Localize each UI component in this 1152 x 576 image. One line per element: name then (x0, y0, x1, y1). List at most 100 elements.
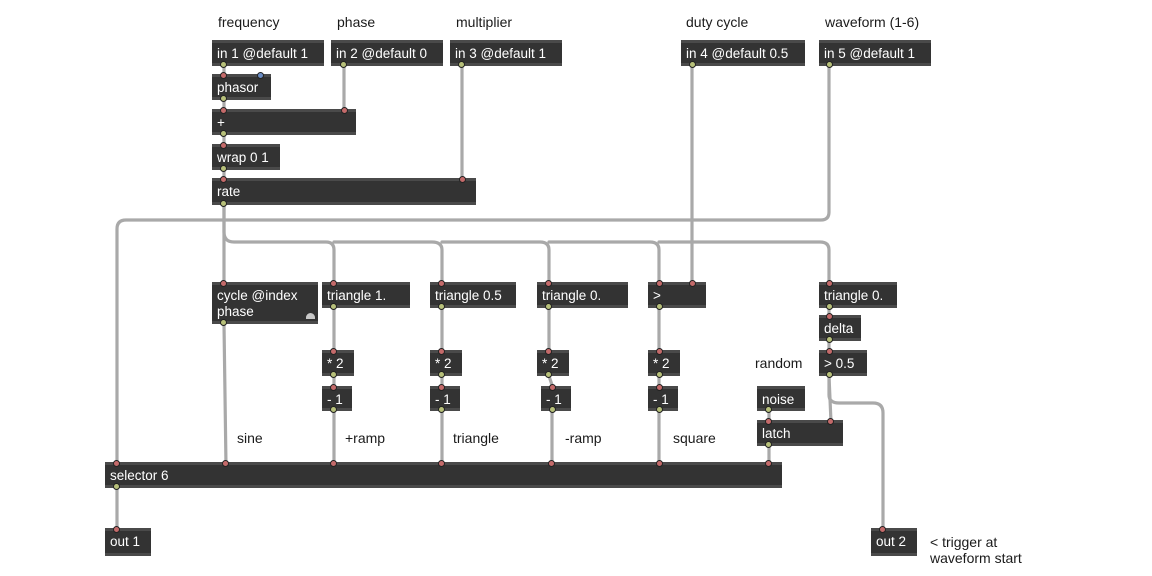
inlet-port[interactable] (438, 384, 445, 391)
plus-text: + (217, 115, 225, 130)
outlet-2-text: out 2 (876, 534, 907, 549)
greater-than-05-text: > 0.5 (824, 356, 855, 371)
wrap-object[interactable]: wrap 0 1 (212, 142, 280, 172)
plus-object[interactable]: + (212, 107, 356, 137)
outlet-port[interactable] (656, 303, 663, 310)
outlet-1-object[interactable]: out 1 (105, 526, 151, 556)
delta-object[interactable]: delta (819, 313, 861, 343)
subtract-1-object-4[interactable]: - 1 (648, 384, 678, 413)
inlet-1-object[interactable]: in 1 @default 1 (212, 40, 324, 68)
inlet-5-object[interactable]: in 5 @default 1 (819, 40, 931, 68)
inlet-1-text: in 1 @default 1 (217, 46, 309, 61)
outlet-port[interactable] (220, 319, 227, 326)
inlet-port[interactable] (220, 142, 227, 149)
multiply-2-object-2[interactable]: * 2 (430, 348, 462, 378)
inlet-port[interactable] (549, 384, 556, 391)
resize-grip[interactable] (306, 313, 315, 319)
inlet-port[interactable] (341, 107, 348, 114)
triangle-0-trigger-object[interactable]: triangle 0. (819, 280, 897, 310)
inlet-port[interactable] (220, 280, 227, 287)
triangle-05-object[interactable]: triangle 0.5 (430, 280, 516, 310)
inlet-4-object[interactable]: in 4 @default 0.5 (681, 40, 805, 68)
inlet-port[interactable] (689, 280, 696, 287)
outlet-2-object[interactable]: out 2 (871, 526, 917, 556)
inlet-port[interactable] (765, 418, 772, 425)
inlet-port[interactable] (827, 418, 834, 425)
inlet-port[interactable] (459, 176, 466, 183)
subtract-1-object-2[interactable]: - 1 (430, 384, 460, 413)
outlet-port[interactable] (113, 483, 120, 490)
inlet-port[interactable] (826, 313, 833, 320)
subtract-1-object-1[interactable]: - 1 (322, 384, 352, 413)
inlet-port[interactable] (257, 72, 264, 79)
inlet-5-text: in 5 @default 1 (824, 46, 916, 61)
inlet-port[interactable] (330, 280, 337, 287)
outlet-port[interactable] (220, 130, 227, 137)
outlet-port[interactable] (656, 406, 663, 413)
outlet-port[interactable] (438, 303, 445, 310)
outlet-port[interactable] (220, 200, 227, 207)
inlet-port[interactable] (548, 460, 555, 467)
outlet-port[interactable] (220, 95, 227, 102)
outlet-port[interactable] (458, 61, 465, 68)
outlet-port[interactable] (549, 406, 556, 413)
subtract-1-object-3[interactable]: - 1 (541, 384, 571, 413)
inlet-port[interactable] (656, 384, 663, 391)
outlet-port[interactable] (330, 406, 337, 413)
inlet-2-object[interactable]: in 2 @default 0 (331, 40, 443, 68)
outlet-port[interactable] (826, 61, 833, 68)
outlet-port[interactable] (438, 406, 445, 413)
outlet-port[interactable] (545, 303, 552, 310)
greater-than-object[interactable]: > (648, 280, 706, 310)
multiply-2-object-1[interactable]: * 2 (322, 348, 354, 378)
outlet-port[interactable] (438, 371, 445, 378)
rate-object[interactable]: rate (212, 176, 476, 207)
outlet-port[interactable] (765, 441, 772, 448)
inlet-port[interactable] (438, 348, 445, 355)
outlet-port[interactable] (689, 61, 696, 68)
inlet-port[interactable] (222, 460, 229, 467)
inlet-port[interactable] (545, 280, 552, 287)
outlet-port[interactable] (330, 371, 337, 378)
inlet-port[interactable] (656, 348, 663, 355)
inlet-port[interactable] (765, 460, 772, 467)
outlet-port[interactable] (656, 371, 663, 378)
inlet-port[interactable] (220, 176, 227, 183)
inlet-port[interactable] (113, 526, 120, 533)
selector-object[interactable]: selector 6 (105, 460, 782, 490)
outlet-port[interactable] (826, 303, 833, 310)
outlet-port[interactable] (220, 165, 227, 172)
multiply-2-object-3[interactable]: * 2 (537, 348, 569, 378)
inlet-port[interactable] (826, 348, 833, 355)
multiply-2-object-4[interactable]: * 2 (648, 348, 680, 378)
inlet-port[interactable] (879, 526, 886, 533)
triangle-0-object[interactable]: triangle 0. (537, 280, 628, 310)
triangle-1-object[interactable]: triangle 1. (322, 280, 410, 310)
phasor-object[interactable]: phasor (212, 72, 271, 102)
inlet-port[interactable] (113, 460, 120, 467)
noise-object[interactable]: noise (757, 386, 805, 413)
outlet-port[interactable] (765, 406, 772, 413)
inlet-port[interactable] (656, 280, 663, 287)
greater-than-05-object[interactable]: > 0.5 (819, 348, 867, 378)
inlet-port[interactable] (545, 348, 552, 355)
cycle-object[interactable]: cycle @index phase (212, 280, 318, 326)
inlet-port[interactable] (826, 280, 833, 287)
inlet-port[interactable] (330, 348, 337, 355)
outlet-port[interactable] (340, 61, 347, 68)
inlet-port[interactable] (330, 460, 337, 467)
inlet-port[interactable] (656, 460, 663, 467)
outlet-port[interactable] (330, 303, 337, 310)
inlet-port[interactable] (438, 460, 445, 467)
inlet-port[interactable] (220, 72, 227, 79)
outlet-port[interactable] (826, 371, 833, 378)
outlet-port[interactable] (826, 336, 833, 343)
outlet-port[interactable] (220, 61, 227, 68)
inlet-3-object[interactable]: in 3 @default 1 (450, 40, 562, 68)
inlet-port[interactable] (220, 107, 227, 114)
latch-object[interactable]: latch (757, 418, 843, 448)
outlet-port[interactable] (545, 371, 552, 378)
inlet-port[interactable] (330, 384, 337, 391)
inlet-port[interactable] (438, 280, 445, 287)
